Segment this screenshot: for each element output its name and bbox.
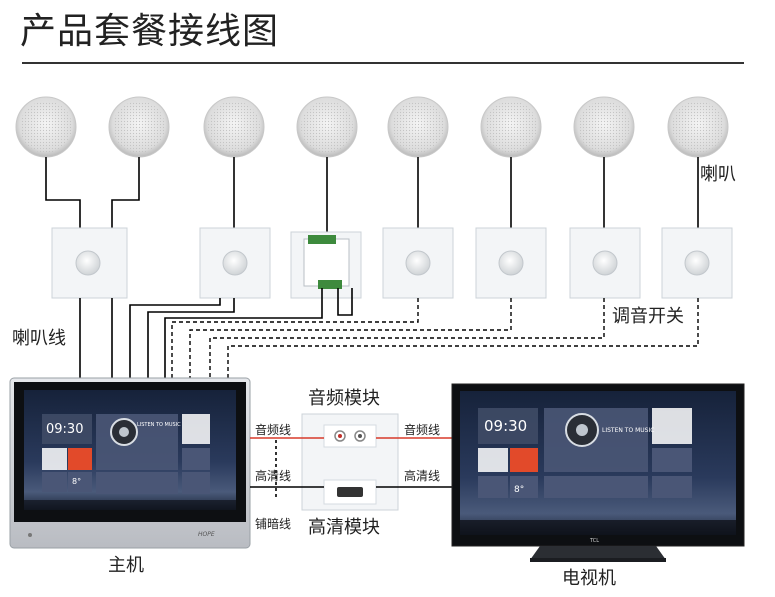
volume-switch-1 xyxy=(51,227,128,299)
av-connection-lines xyxy=(250,437,452,500)
switch-dashed-wires xyxy=(171,298,699,380)
ceiling-speaker-6 xyxy=(480,96,542,158)
volume-switch-4 xyxy=(475,227,547,299)
speaker-wire-label: 喇叭线 xyxy=(12,328,66,349)
host-speaker-wires xyxy=(79,288,353,380)
television xyxy=(451,383,745,562)
volume-switch-label: 调音开关 xyxy=(612,306,684,327)
hdmi-wire-right-label: 高清线 xyxy=(404,468,440,483)
speaker-label: 喇叭 xyxy=(700,164,736,185)
ceiling-speaker-4 xyxy=(296,96,358,158)
host-unit xyxy=(9,377,251,549)
tv-screen-music-title: LISTEN TO MUSIC xyxy=(602,427,654,434)
host-screen-music-title: LISTEN TO MUSIC xyxy=(137,422,181,428)
volume-switch-3 xyxy=(382,227,454,299)
ceiling-speaker-7 xyxy=(573,96,635,158)
tv-screen-time: 09:30 xyxy=(484,417,527,435)
ceiling-speaker-3 xyxy=(203,96,265,158)
ceiling-speaker-1 xyxy=(15,96,77,158)
volume-switch-2 xyxy=(199,227,271,299)
host-screen-time: 09:30 xyxy=(46,422,83,437)
speaker-row xyxy=(15,96,729,158)
ceiling-speaker-2 xyxy=(108,96,170,158)
volume-switch-6 xyxy=(661,227,733,299)
host-label: 主机 xyxy=(108,555,144,576)
audio-wire-right-label: 音频线 xyxy=(404,422,440,437)
volume-switch-row xyxy=(51,227,733,299)
host-screen-temperature: 8° xyxy=(72,477,81,486)
title-divider xyxy=(22,62,744,64)
conduit-wire-label: 铺暗线 xyxy=(255,516,291,531)
host-brand-logo: HOPE xyxy=(198,531,215,538)
tv-screen-temperature: 8° xyxy=(514,485,524,495)
av-wall-plate xyxy=(301,413,399,511)
speaker-wires xyxy=(45,157,699,232)
tv-label: 电视机 xyxy=(562,568,616,589)
volume-switch-5 xyxy=(569,227,641,299)
audio-wire-left-label: 音频线 xyxy=(255,422,291,437)
ceiling-speaker-8 xyxy=(667,96,729,158)
hdmi-wire-left-label: 高清线 xyxy=(255,468,291,483)
audio-amplifier-module xyxy=(290,231,362,299)
ceiling-speaker-5 xyxy=(387,96,449,158)
tv-brand-logo: TCL xyxy=(589,538,599,544)
page-title: 产品套餐接线图 xyxy=(20,11,280,52)
audio-module-label: 音频模块 xyxy=(308,388,380,409)
hd-module-label: 高清模块 xyxy=(308,517,380,538)
